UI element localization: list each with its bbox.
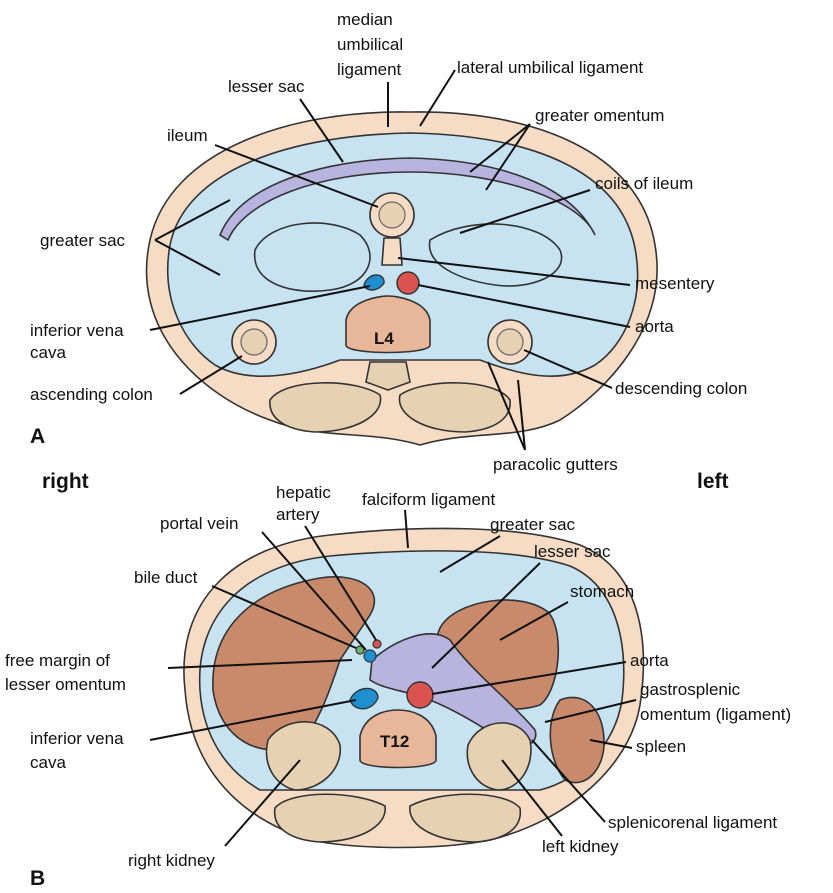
panel-a-letter: A <box>30 425 45 448</box>
label-splenicorenal-ligament: splenicorenal ligament <box>608 813 777 832</box>
label-vertebra-t12: T12 <box>380 732 409 751</box>
orientation-left: left <box>697 470 729 493</box>
label-vertebra-l4: L4 <box>374 329 394 348</box>
panel-b-letter: B <box>30 867 45 890</box>
label-inferior-vena-cava-b-line1: inferior vena <box>30 729 124 748</box>
label-stomach: stomach <box>570 582 634 601</box>
label-hepatic-artery-line1: hepatic <box>276 483 331 502</box>
label-bile-duct: bile duct <box>134 568 198 587</box>
label-greater-sac-a: greater sac <box>40 231 126 250</box>
label-coils-of-ileum: coils of ileum <box>595 174 693 193</box>
panel-a-ileum-coils-left <box>255 223 370 291</box>
label-median-umbilical-ligament-line1: median <box>337 10 393 29</box>
label-portal-vein: portal vein <box>160 514 238 533</box>
label-right-kidney: right kidney <box>128 851 215 870</box>
panel-b-illustration <box>184 528 643 847</box>
label-mesentery: mesentery <box>635 274 715 293</box>
label-inferior-vena-cava-b-line2: cava <box>30 753 66 772</box>
label-free-margin-line2: lesser omentum <box>5 675 126 694</box>
label-paracolic-gutters: paracolic gutters <box>493 455 618 474</box>
label-aorta-a: aorta <box>635 317 674 336</box>
label-greater-omentum: greater omentum <box>535 106 664 125</box>
label-free-margin-line1: free margin of <box>5 651 110 670</box>
panel-b-hepatic-artery <box>373 640 381 648</box>
label-greater-sac-b: greater sac <box>490 515 576 534</box>
label-median-umbilical-ligament-line3: ligament <box>337 60 402 79</box>
label-lateral-umbilical-ligament: lateral umbilical ligament <box>457 58 643 77</box>
label-hepatic-artery-line2: artery <box>276 505 320 524</box>
panel-a-aorta-vessel <box>397 272 419 294</box>
panel-b-aorta-vessel <box>407 682 433 708</box>
label-inferior-vena-cava-a-line2: cava <box>30 343 66 362</box>
label-lesser-sac-b: lesser sac <box>534 542 611 561</box>
label-lesser-sac-a: lesser sac <box>228 77 305 96</box>
label-inferior-vena-cava-a-line1: inferior vena <box>30 321 124 340</box>
orientation-right: right <box>42 470 89 493</box>
label-left-kidney: left kidney <box>542 837 619 856</box>
panel-b-portal-vein <box>364 650 376 662</box>
label-aorta-b: aorta <box>630 651 669 670</box>
label-ascending-colon: ascending colon <box>30 385 153 404</box>
label-descending-colon: descending colon <box>615 379 747 398</box>
label-ileum: ileum <box>167 126 208 145</box>
label-falciform-ligament: falciform ligament <box>362 490 495 509</box>
label-gastrosplenic-line1: gastrosplenic <box>640 680 741 699</box>
label-gastrosplenic-line2: omentum (ligament) <box>640 705 791 724</box>
label-spleen: spleen <box>636 737 686 756</box>
label-median-umbilical-ligament-line2: umbilical <box>337 35 403 54</box>
panel-a-mesentery <box>382 238 402 265</box>
